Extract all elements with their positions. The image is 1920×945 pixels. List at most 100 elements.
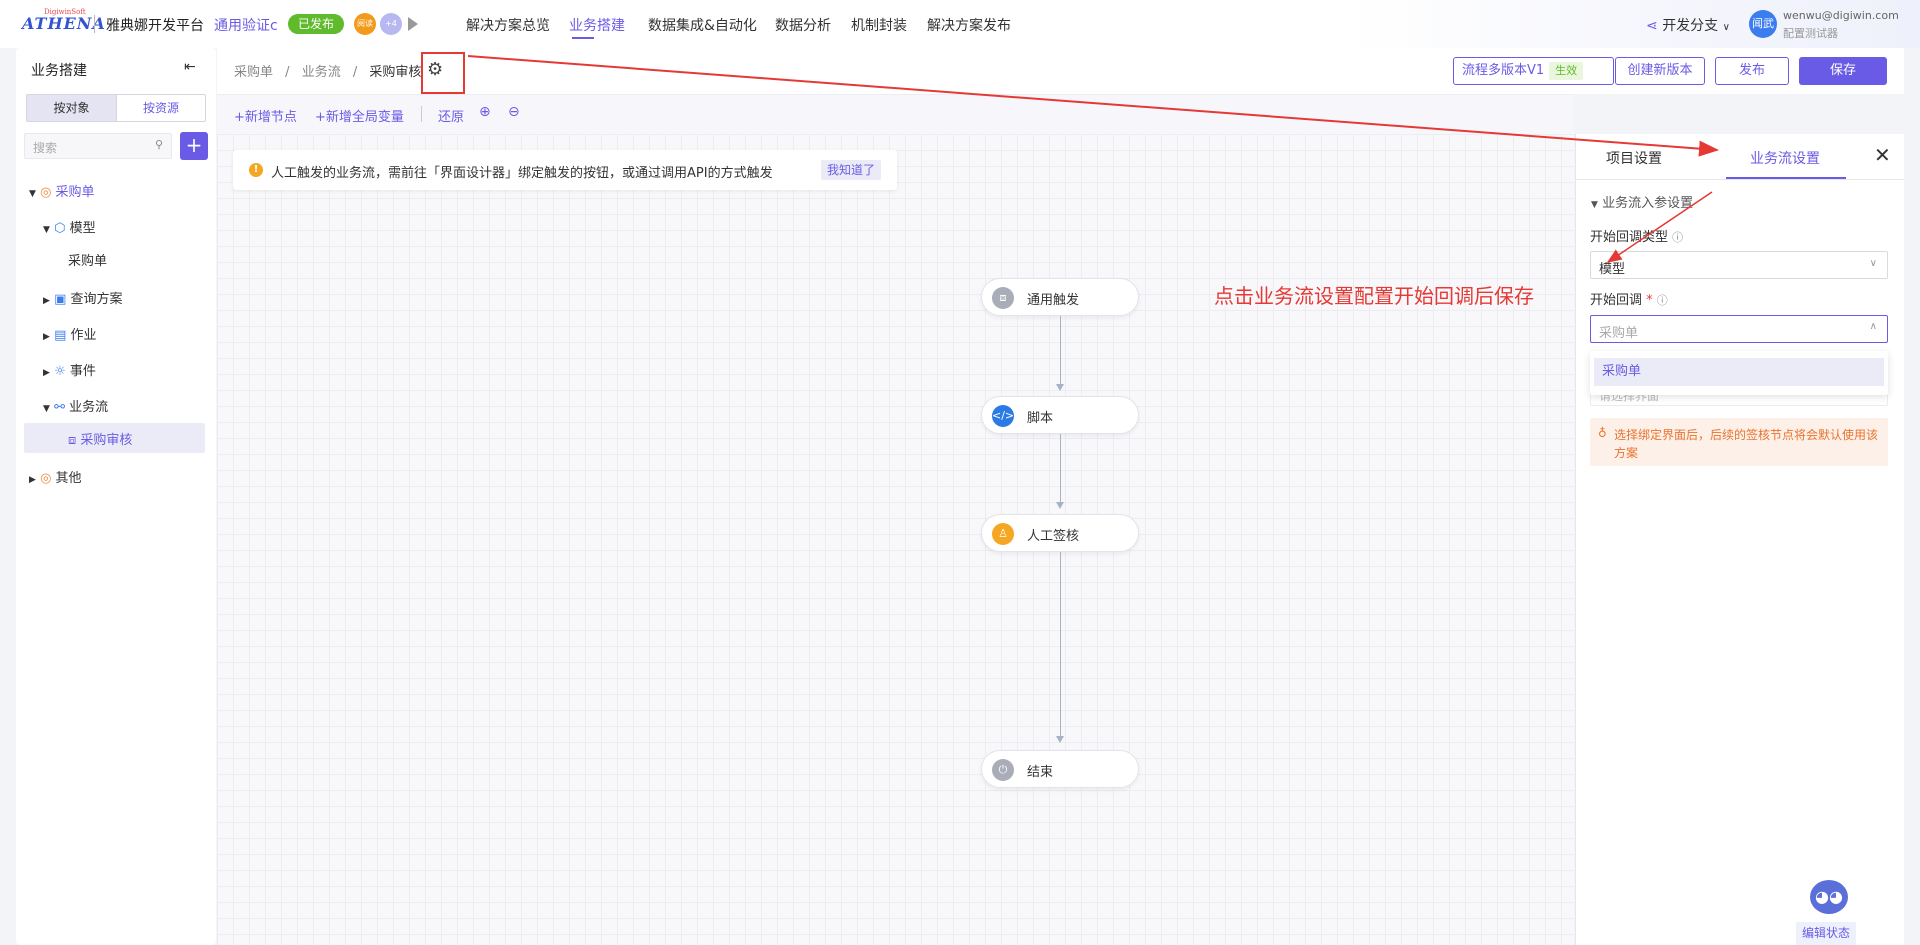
node-label: 人工签核	[1027, 529, 1080, 544]
more-collaborators[interactable]: +4	[380, 13, 402, 35]
callback-select[interactable]: 采购单∧	[1590, 315, 1888, 343]
connector-arrow	[1056, 384, 1064, 391]
flow-connector	[1060, 434, 1061, 504]
nav-mechanism[interactable]: 机制封装	[851, 18, 907, 34]
save-button[interactable]: 保存	[1799, 57, 1887, 85]
warning-icon: !	[249, 163, 263, 177]
user-role: 配置测试器	[1783, 27, 1838, 40]
tree-item-query[interactable]: ▶ ▣ 查询方案	[43, 288, 123, 307]
tree-item-other[interactable]: ▶ ◎ 其他	[29, 467, 82, 486]
notice-text: 人工触发的业务流，需前往「界面设计器」绑定触发的按钮，或通过调用API的方式触发	[271, 166, 773, 181]
tree-item-purchase-order[interactable]: ▼ ◎ 采购单	[29, 181, 95, 200]
tree-label: 模型	[69, 221, 96, 236]
toolbar-divider	[421, 106, 422, 122]
zoom-out-icon[interactable]: ⊖	[508, 104, 520, 120]
flow-node-end[interactable]: ⏻结束	[981, 750, 1139, 788]
flow-canvas[interactable]	[217, 134, 1574, 945]
chevron-down-icon: ∨	[1869, 258, 1877, 269]
stamp-icon: ♙	[992, 523, 1014, 545]
search-input[interactable]: 搜索⚲	[24, 133, 172, 159]
app-name[interactable]: 通用验证c	[214, 18, 278, 34]
chevron-down-icon: ∨	[1722, 22, 1730, 33]
tree-label: 采购审核	[80, 433, 133, 448]
user-email: wenwu@digiwin.com	[1783, 9, 1899, 22]
version-status-badge: 生效	[1549, 62, 1584, 80]
nav-data-analysis[interactable]: 数据分析	[775, 18, 831, 34]
flow-node-manual-approval[interactable]: ♙ 人工签核	[981, 514, 1139, 552]
play-icon[interactable]	[408, 17, 418, 31]
caret-right-icon: ▶	[43, 332, 50, 342]
dropdown-option[interactable]: 采购单	[1594, 358, 1884, 386]
tree-selected-highlight	[24, 423, 205, 453]
nav-solution-overview[interactable]: 解决方案总览	[466, 18, 550, 34]
add-node-button[interactable]: +新增节点	[234, 110, 297, 125]
published-status-badge: 已发布	[288, 14, 345, 34]
edit-status-button[interactable]: 编辑状态	[1796, 922, 1857, 945]
node-label: 脚本	[1027, 411, 1054, 426]
version-selector[interactable]: 流程多版本V1 生效	[1453, 57, 1614, 85]
sidebar	[16, 48, 216, 945]
toggle-by-object[interactable]: 按对象	[27, 95, 116, 121]
add-button[interactable]: +	[180, 132, 208, 160]
toggle-by-resource[interactable]: 按资源	[116, 95, 205, 121]
nav-solution-publish[interactable]: 解决方案发布	[927, 18, 1011, 34]
breadcrumb: 采购单 / 业务流 / 采购审核	[234, 61, 421, 80]
caret-down-icon: ▼	[1591, 200, 1598, 210]
nav-data-integration[interactable]: 数据集成&自动化	[648, 18, 757, 34]
flow-connector	[1060, 552, 1061, 738]
branch-selector[interactable]: ⋖ 开发分支 ∨	[1646, 15, 1730, 35]
tree-label: 作业	[70, 328, 97, 343]
nav-business-build[interactable]: 业务搭建	[569, 18, 625, 34]
add-global-variable-button[interactable]: +新增全局变量	[315, 110, 404, 125]
version-label: 流程多版本V1	[1462, 63, 1545, 78]
flow-connector	[1060, 316, 1061, 386]
tab-project-settings[interactable]: 项目设置	[1606, 151, 1662, 167]
tree-item-flow[interactable]: ▼ ⚯ 业务流	[43, 396, 108, 415]
section-header[interactable]: ▼ 业务流入参设置	[1591, 192, 1693, 211]
notice-bar	[233, 150, 897, 190]
collapse-sidebar-icon[interactable]: ⇤	[184, 59, 196, 75]
tree-item-model[interactable]: ▼ ⬡ 模型	[43, 217, 96, 236]
caret-down-icon: ▼	[43, 404, 50, 414]
tree-label: 采购单	[55, 185, 95, 200]
tree-item-job[interactable]: ▶ ▤ 作业	[43, 324, 97, 343]
breadcrumb-item[interactable]: 采购单	[234, 65, 274, 80]
purchase-order-icon: ◎	[40, 185, 52, 200]
caret-down-icon: ▼	[43, 225, 50, 235]
gear-icon[interactable]: ⚙	[427, 59, 444, 80]
notice-ack-button[interactable]: 我知道了	[821, 160, 882, 180]
assistant-mascot-icon[interactable]: ◕◕	[1810, 880, 1848, 914]
user-avatar[interactable]: 闻武	[1749, 10, 1777, 38]
tree-label: 其他	[55, 471, 82, 486]
tree-item-purchase-review[interactable]: ⧈ 采购审核	[68, 429, 132, 448]
tree-item-model-purchase-order[interactable]: 采购单	[68, 254, 108, 269]
create-version-button[interactable]: 创建新版本	[1615, 57, 1705, 85]
trigger-icon: ⧈	[992, 287, 1014, 309]
connector-arrow	[1056, 502, 1064, 509]
flow-node-trigger[interactable]: ⧈通用触发	[981, 278, 1139, 316]
sidebar-title: 业务搭建	[31, 63, 87, 79]
zoom-in-icon[interactable]: ⊕	[479, 104, 491, 120]
restore-button[interactable]: 还原	[438, 110, 465, 125]
caret-right-icon: ▶	[43, 296, 50, 306]
flow-node-script[interactable]: </>脚本	[981, 396, 1139, 434]
breadcrumb-separator: /	[285, 65, 290, 80]
field-label: 开始回调	[1590, 293, 1643, 308]
collaborator-avatar[interactable]: 阅读	[354, 13, 376, 35]
help-icon[interactable]: ⓘ	[1656, 294, 1668, 307]
search-icon: ⚲	[154, 138, 163, 151]
publish-button[interactable]: 发布	[1715, 57, 1789, 85]
breadcrumb-current: 采购审核	[369, 65, 422, 80]
tab-flow-settings[interactable]: 业务流设置	[1750, 151, 1820, 167]
tree-item-event[interactable]: ▶ ☼ 事件	[43, 360, 96, 379]
logo-subtext: DigiwinSoft	[44, 8, 86, 16]
caret-right-icon: ▶	[29, 475, 36, 485]
tree-label: 事件	[69, 364, 96, 379]
callback-type-select[interactable]: 模型∨	[1590, 251, 1888, 279]
help-icon[interactable]: ⓘ	[1672, 231, 1684, 244]
close-icon[interactable]: ✕	[1874, 143, 1891, 167]
chevron-up-icon: ∧	[1869, 321, 1877, 332]
breadcrumb-item[interactable]: 业务流	[301, 65, 341, 80]
